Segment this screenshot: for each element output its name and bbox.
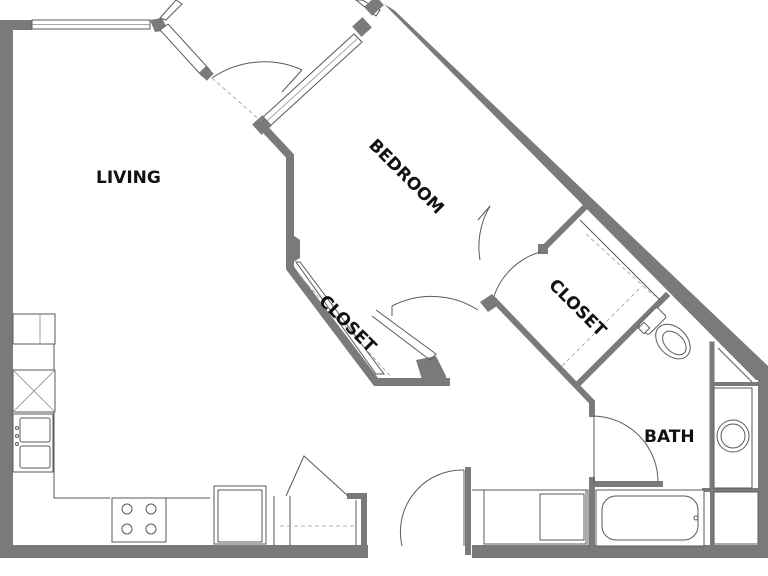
wall-left <box>0 20 13 558</box>
window-diagonal-living <box>159 23 211 77</box>
range-stove <box>111 497 167 543</box>
wall-top-left <box>0 20 32 30</box>
kitchen-cabinet <box>12 313 56 345</box>
door-front-swing <box>399 469 465 547</box>
wall-closet-living <box>286 254 450 386</box>
wall-closet-bath <box>575 291 671 387</box>
wall-bottom-right <box>472 545 768 558</box>
wall-diagonal <box>384 4 768 380</box>
door-bath-swing <box>593 415 659 483</box>
wall-bedroom-bath <box>489 295 595 417</box>
label-bedroom: BEDROOM <box>364 135 447 218</box>
closet-details <box>295 219 661 379</box>
door-bedroom-swing <box>391 295 479 311</box>
kitchen-counter <box>53 316 110 499</box>
doors <box>211 61 659 547</box>
bath-sink <box>716 419 750 453</box>
kitchen <box>12 313 267 545</box>
door-entry-top-swing <box>211 61 303 79</box>
room-labels: LIVING BEDROOM CLOSET CLOSET BATH <box>96 135 695 447</box>
label-closet-bedroom: CLOSET <box>544 275 610 341</box>
wall-bedroom-closet-top <box>538 204 588 254</box>
door-closet-living-bifold <box>371 309 437 361</box>
linen-cabinet <box>713 491 759 545</box>
exterior-walls <box>0 4 768 558</box>
label-bath: BATH <box>644 427 695 447</box>
wall-bottom-left <box>0 545 368 558</box>
door-closet-hall <box>285 455 349 497</box>
wall-bedroom-west <box>256 120 294 248</box>
label-living: LIVING <box>96 168 161 188</box>
bath-fixtures <box>472 307 759 547</box>
wall-right <box>758 378 768 558</box>
wall-entry-left <box>347 493 367 555</box>
windows <box>31 0 384 135</box>
interior-walls <box>256 120 768 555</box>
door-closet-bedroom-swing <box>493 251 541 297</box>
